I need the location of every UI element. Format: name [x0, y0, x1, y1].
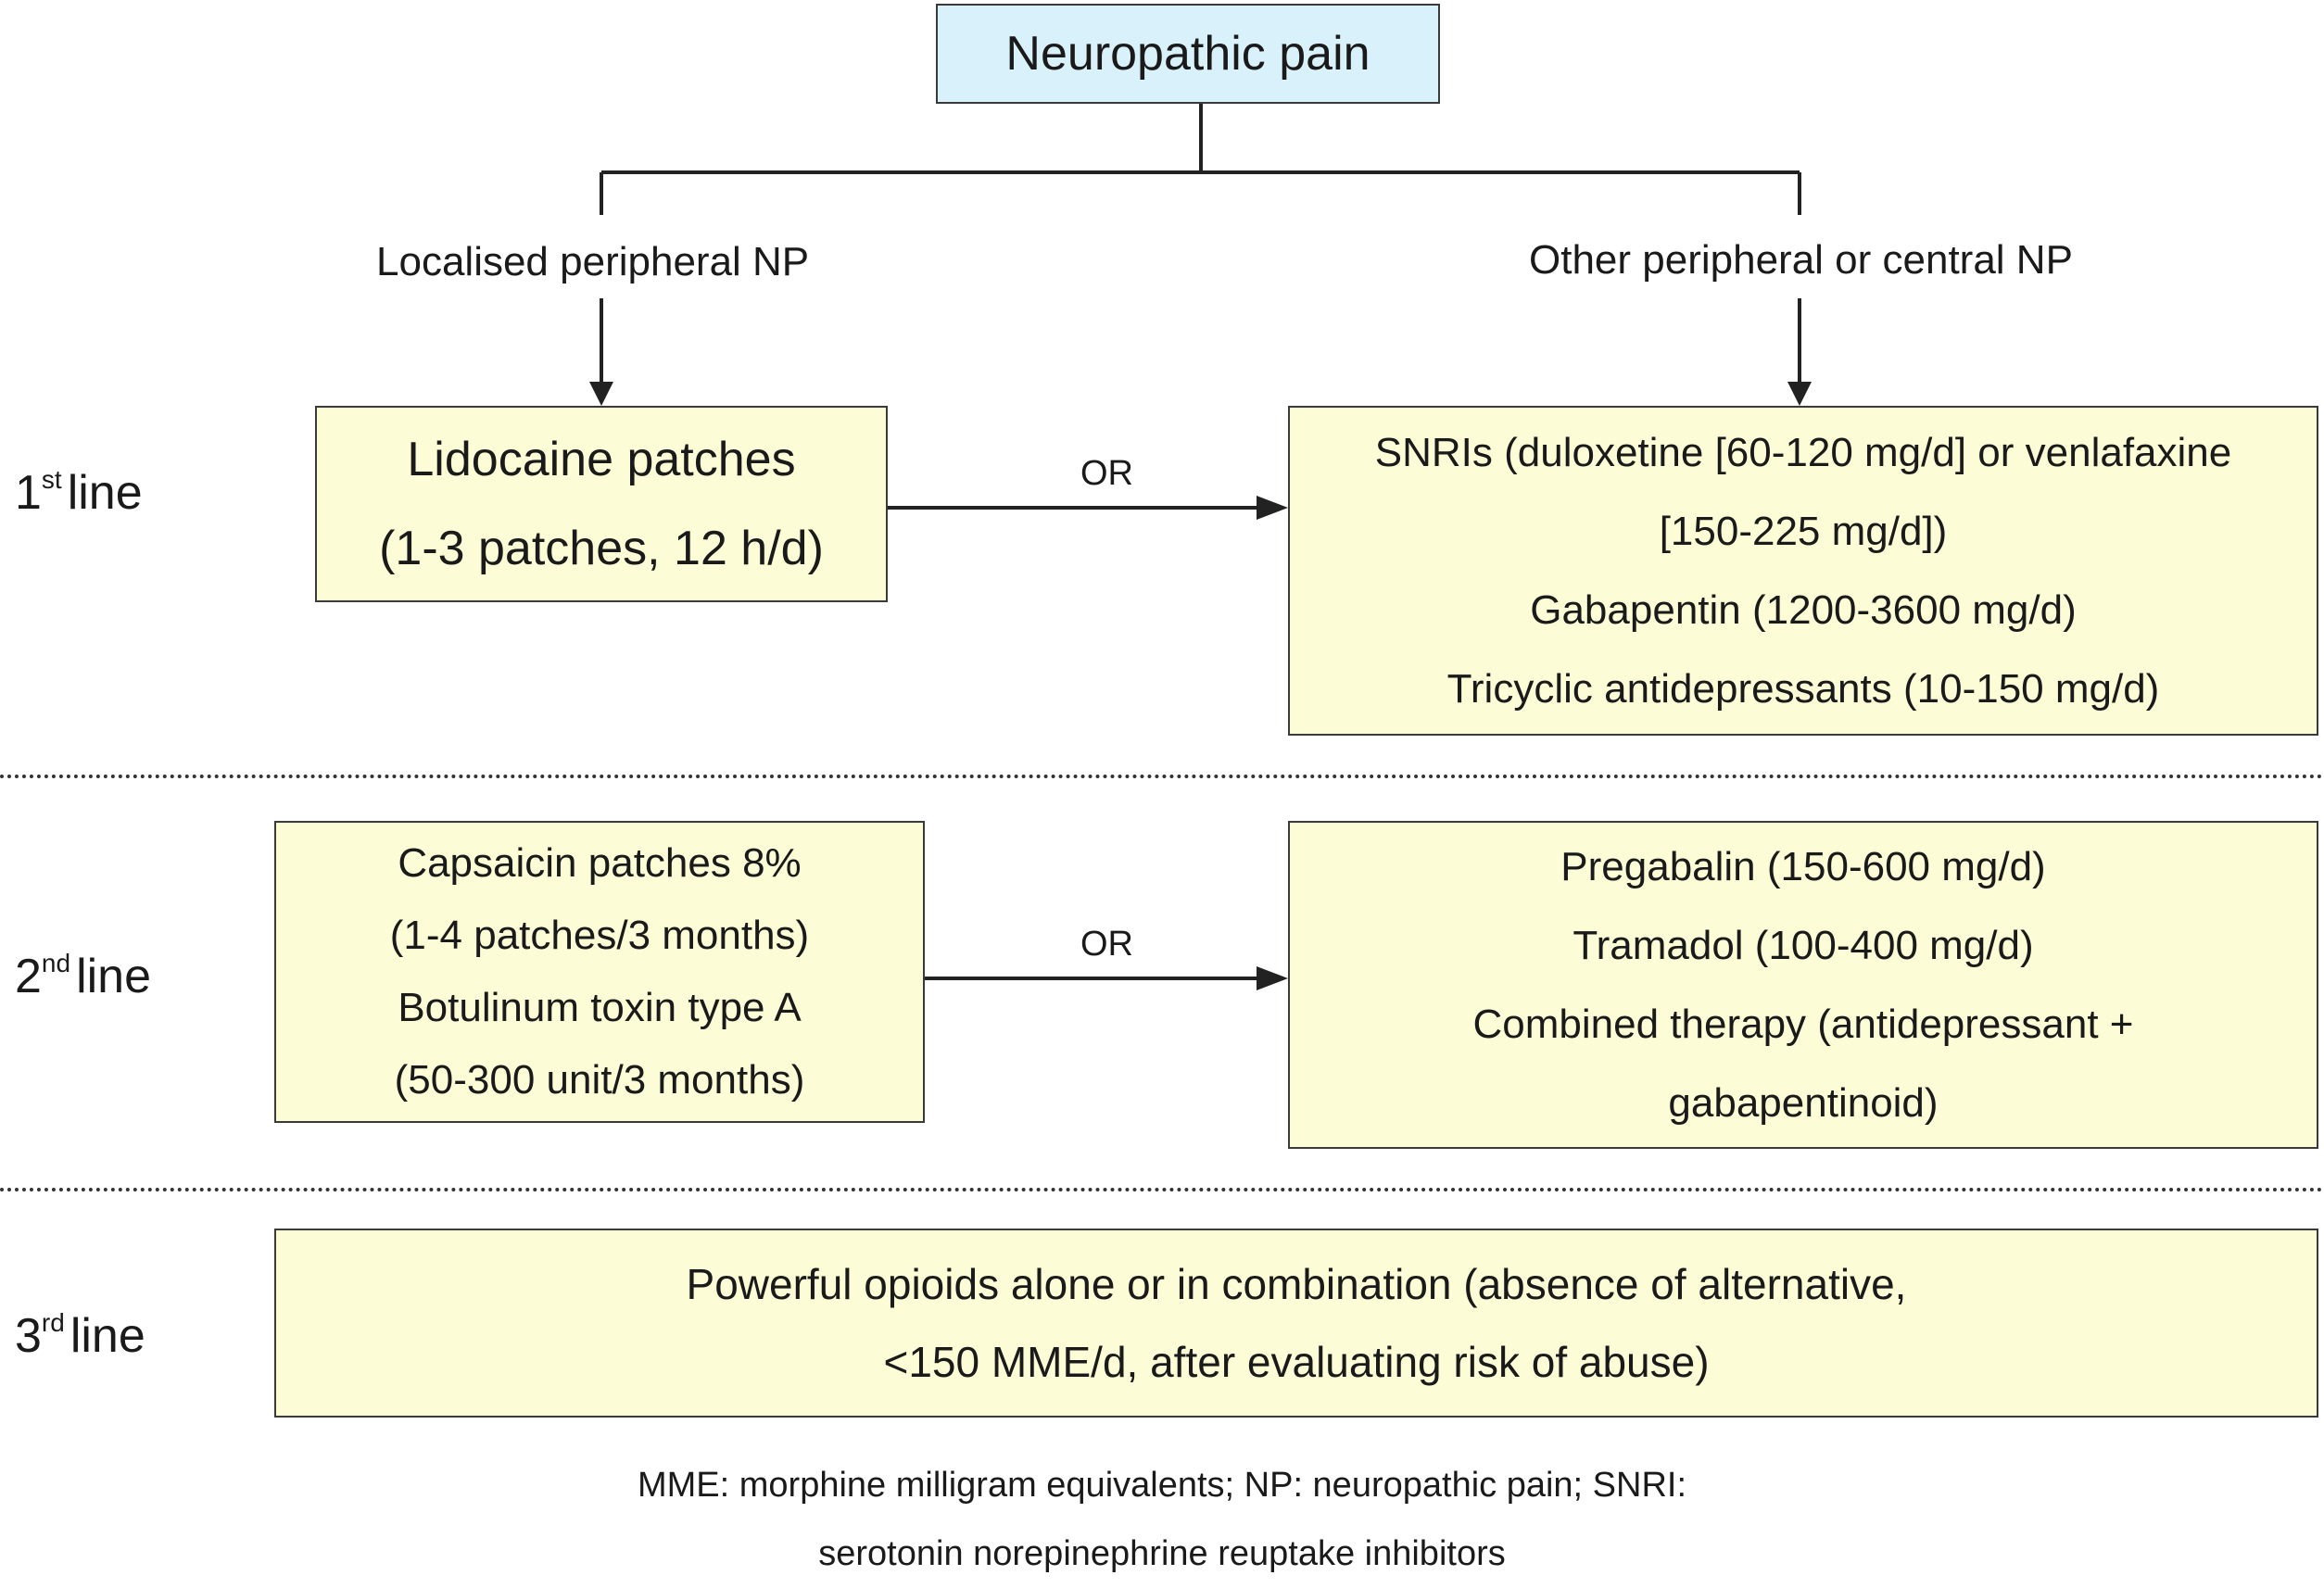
footnote: MME: morphine milligram equivalents; NP:…: [0, 1451, 2324, 1588]
footnote-line: serotonin norepinephrine reuptake inhibi…: [818, 1534, 1506, 1573]
second-line-right-text: gabapentinoid): [1668, 1080, 1939, 1126]
second-line-or-arrowhead: [1257, 966, 1288, 990]
root-box: Neuropathic pain: [936, 4, 1440, 104]
first-line-right-text: [150-225 mg/d]): [1659, 509, 1948, 554]
first-line-right-text: Gabapentin (1200-3600 mg/d): [1530, 587, 2077, 633]
left-branch-label: Localised peripheral NP: [376, 239, 810, 284]
second-line-right-text: Pregabalin (150-600 mg/d): [1560, 844, 2046, 889]
second-line-right-text: Tramadol (100-400 mg/d): [1572, 923, 2034, 968]
second-line-left-text: Capsaicin patches 8%: [398, 840, 802, 886]
footnote-line: MME: morphine milligram equivalents; NP:…: [637, 1466, 1687, 1505]
first-line-right-box: SNRIs (duloxetine [60-120 mg/d] or venla…: [1288, 406, 2318, 736]
second-line-suffix: nd: [41, 949, 71, 977]
second-line-left-text: Botulinum toxin type A: [398, 985, 802, 1030]
first-line-or-label: OR: [1080, 454, 1133, 493]
third-line-box: Powerful opioids alone or in combination…: [274, 1229, 2318, 1418]
third-line-text: Powerful opioids alone or in combination…: [686, 1260, 1907, 1308]
second-line-word: line: [76, 950, 152, 1003]
tier-separator: [0, 1188, 2324, 1191]
first-line-right-text: SNRIs (duloxetine [60-120 mg/d] or venla…: [1374, 430, 2232, 475]
first-line-left-text: Lidocaine patches: [407, 433, 796, 486]
third-line-ordinal: 3: [15, 1309, 42, 1363]
first-line-word: line: [67, 466, 143, 520]
first-line-or-arrowhead: [1257, 496, 1288, 520]
third-line-text: <150 MME/d, after evaluating risk of abu…: [883, 1338, 1710, 1386]
left-branch-arrowhead: [589, 382, 613, 406]
right-branch-arrowhead: [1787, 382, 1812, 406]
second-line-right-text: Combined therapy (antidepressant +: [1472, 1002, 2134, 1047]
first-line-suffix: st: [41, 465, 62, 494]
third-line-word: line: [69, 1309, 145, 1363]
second-line-ordinal: 2: [15, 950, 42, 1003]
second-line-left-box: Capsaicin patches 8% (1-4 patches/3 mont…: [274, 821, 925, 1123]
third-line-suffix: rd: [41, 1308, 65, 1337]
root-label: Neuropathic pain: [1005, 27, 1370, 81]
first-line-right-text: Tricyclic antidepressants (10-150 mg/d): [1446, 666, 2160, 712]
first-line-left-text: (1-3 patches, 12 h/d): [379, 522, 824, 575]
second-line-right-box: Pregabalin (150-600 mg/d) Tramadol (100-…: [1288, 821, 2318, 1149]
tier-separator: [0, 775, 2324, 778]
right-branch-label: Other peripheral or central NP: [1529, 237, 2073, 283]
first-line-ordinal: 1: [15, 466, 42, 520]
second-line-or-label: OR: [1080, 925, 1133, 964]
first-line-left-box: Lidocaine patches (1-3 patches, 12 h/d): [315, 406, 888, 602]
second-line-left-text: (1-4 patches/3 months): [389, 913, 810, 958]
second-line-left-text: (50-300 unit/3 months): [394, 1057, 805, 1103]
